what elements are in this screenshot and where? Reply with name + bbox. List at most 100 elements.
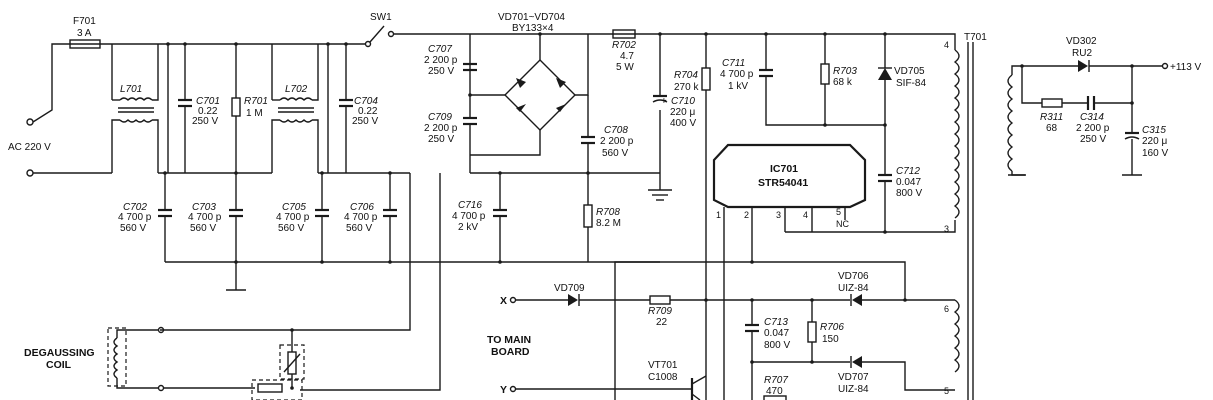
c710-ref: C710: [671, 96, 695, 107]
r311-ref: R311: [1040, 112, 1063, 123]
c702-ref: C702: [123, 202, 147, 213]
c712-volt: 800 V: [896, 188, 922, 199]
vd707-ref: VD707: [838, 372, 869, 383]
r709-value: 22: [656, 317, 668, 328]
c708-ref: C708: [604, 125, 628, 136]
vd302-part: RU2: [1072, 48, 1092, 59]
mains-input: AC 220 V F701 3 A: [8, 16, 365, 177]
vt701-ref: VT701: [648, 360, 678, 371]
resistor-r708: [583, 204, 593, 228]
c712-value: 0.047: [896, 177, 921, 188]
c713-ref: C713: [764, 317, 788, 328]
vd705-ref: VD705: [894, 66, 925, 77]
ac-terminal-top: [26, 118, 34, 126]
c704-ref: C704: [354, 96, 378, 107]
r704-ref: R704: [674, 70, 698, 81]
bridge-part: BY133×4: [512, 23, 554, 34]
r703-ref: R703: [833, 66, 857, 77]
ic-pin-2: 2: [744, 210, 749, 220]
c711-ref: C711: [722, 58, 745, 69]
resistor-r703: [820, 63, 830, 85]
r701-ref: R701: [244, 96, 268, 107]
r709-ref: R709: [648, 306, 672, 317]
resistor-r704: [701, 67, 711, 91]
r702-extra: 5 W: [616, 62, 634, 73]
c701-value: 0.22: [198, 106, 218, 117]
vd706-part: UIZ-84: [838, 283, 869, 294]
resistor-r709: [649, 295, 671, 305]
thermistor-series: [257, 383, 283, 393]
c713-volt: 800 V: [764, 340, 790, 351]
c315-ref: C315: [1142, 125, 1166, 136]
ic-part: STR54041: [758, 177, 808, 189]
c716-volt: 2 kV: [458, 222, 478, 233]
capacitor-c704: C704 0.22 250 V: [318, 42, 410, 174]
c705-volt: 560 V: [278, 223, 304, 234]
signal-y-label: Y: [500, 384, 507, 396]
bridge-ref: VD701~VD704: [498, 12, 565, 23]
y-capacitors: C702 4 700 p 560 V C703 4 700 p 560 V C7…: [118, 171, 660, 291]
c711-value: 4 700 p: [720, 69, 754, 80]
c315-value: 220 μ: [1142, 136, 1167, 147]
c705-value: 4 700 p: [276, 212, 310, 223]
c702-volt: 560 V: [120, 223, 146, 234]
r702-c710-r704: R702 4.7 5 W + C710 220 μ 400 V R704 270…: [612, 29, 711, 145]
vd705-part: SIF-84: [896, 78, 926, 89]
vd709-ref: VD709: [554, 283, 585, 294]
r708-value: 8.2 M: [596, 218, 621, 229]
winding-pin-4: 4: [944, 40, 949, 50]
resistor-r702: [612, 29, 636, 39]
transformer-ref: T701: [964, 32, 987, 43]
signal-y-terminal: [509, 385, 517, 393]
vt701-part: C1008: [648, 372, 678, 383]
ic-ref: IC701: [770, 163, 798, 175]
c713-value: 0.047: [764, 328, 789, 339]
winding-pin-6: 6: [944, 304, 949, 314]
signal-x-terminal: [509, 296, 517, 304]
c314-ref: C314: [1080, 112, 1104, 123]
transformer-t701: T701 4 3 6 5: [944, 32, 987, 400]
c705-ref: C705: [282, 202, 306, 213]
r707-value: 470: [766, 386, 783, 397]
coil-l702: L702: [271, 44, 319, 173]
c701-ref: C701: [196, 96, 220, 107]
c703-ref: C703: [192, 202, 216, 213]
lower-drive-network: X VD709 R709 22 VD706 UIZ-84 C713 0.047 …: [487, 260, 955, 400]
degauss-label-line2: COIL: [46, 359, 72, 371]
to-main-board-line2: BOARD: [491, 346, 530, 358]
vd302-ref: VD302: [1066, 36, 1097, 47]
c706-value: 4 700 p: [344, 212, 378, 223]
ic-nc: NC: [836, 219, 849, 229]
c701-r701-group: C701 0.22 250 V R701 1 M: [158, 42, 272, 175]
c315-volt: 160 V: [1142, 148, 1168, 159]
switch-ref: SW1: [370, 12, 392, 23]
r707-ref: R707: [764, 375, 788, 386]
c709-value: 2 200 p: [424, 123, 458, 134]
vd707-part: UIZ-84: [838, 384, 869, 395]
c708-value: 2 200 p: [600, 136, 634, 147]
ic-pin-4: 4: [803, 210, 808, 220]
ic-pin-1: 1: [716, 210, 721, 220]
c709-ref: C709: [428, 112, 452, 123]
degaussing-coil-section: DEGAUSSING COIL: [24, 326, 305, 400]
c716-value: 4 700 p: [452, 211, 486, 222]
c707-ref: C707: [428, 44, 452, 55]
resistor-r707: [763, 395, 787, 400]
c711-volt: 1 kV: [728, 81, 748, 92]
c709-volt: 250 V: [428, 134, 454, 145]
c703-volt: 560 V: [190, 223, 216, 234]
ac-terminal-bottom: [26, 169, 34, 177]
c704-value: 0.22: [358, 106, 378, 117]
c710-volt: 400 V: [670, 118, 696, 129]
output-voltage: +113 V: [1170, 62, 1202, 73]
c703-value: 4 700 p: [188, 212, 222, 223]
resistor-r701: [231, 97, 241, 117]
resistor-r311: [1041, 98, 1063, 108]
fuse-ref: F701: [73, 16, 96, 27]
fuse-value: 3 A: [77, 28, 92, 39]
c707-value: 2 200 p: [424, 55, 458, 66]
coil-l701: L701: [111, 44, 159, 173]
c314-value: 2 200 p: [1076, 123, 1110, 134]
r706-value: 150: [822, 334, 839, 345]
